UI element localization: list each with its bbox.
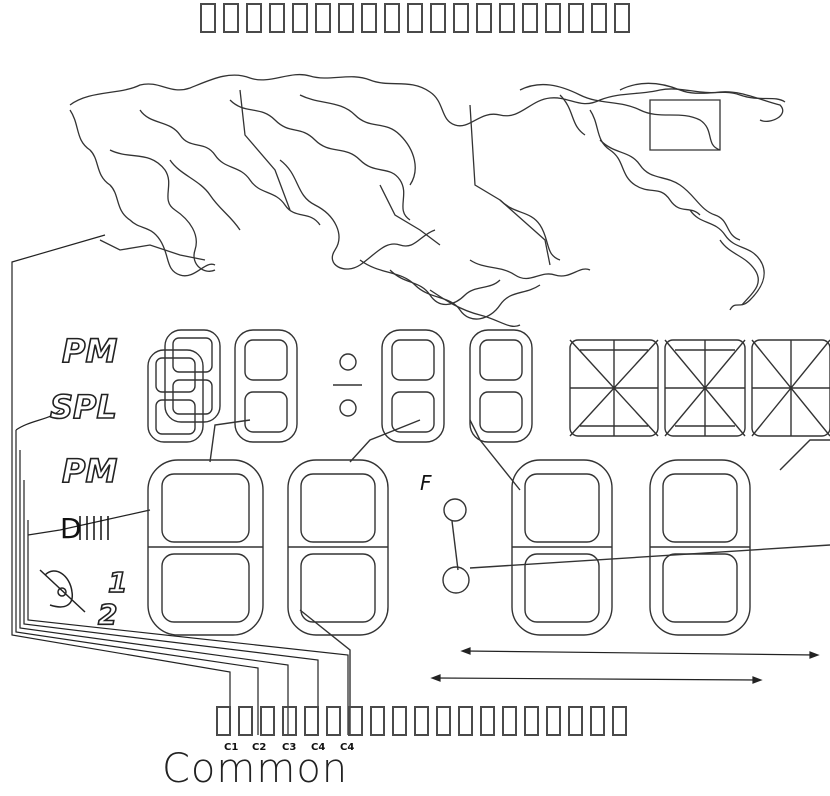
wiring-lines (11, 234, 349, 735)
spl-label: SPL (50, 388, 117, 426)
pin-label-c4b: C4 (340, 742, 354, 753)
pin-labels: C1 C2 C3 C4 C4 (224, 742, 354, 753)
f-mark-label: F (420, 471, 432, 495)
pin-label-c4a: C4 (311, 742, 325, 753)
pm-mid-label: PM (62, 452, 117, 490)
pin-label-c3: C3 (282, 742, 296, 753)
pm-top-label: PM (62, 332, 117, 370)
d-marks-label: D (60, 512, 82, 545)
d-mark-bars (79, 516, 109, 540)
world-map-icon (69, 73, 786, 327)
caption-glyphs (216, 706, 627, 736)
pin-label-c2: C2 (252, 742, 266, 753)
page-title-glyphs (0, 3, 830, 33)
lower-digit-row (147, 419, 830, 735)
pin-label-c1: C1 (224, 742, 238, 753)
dimension-arrows (430, 647, 820, 684)
two-label: 2 (98, 598, 117, 631)
one-label: 1 (108, 566, 127, 599)
common-label: Common (162, 746, 349, 792)
upper-digit-row (147, 329, 830, 443)
bell-icon (39, 569, 86, 613)
